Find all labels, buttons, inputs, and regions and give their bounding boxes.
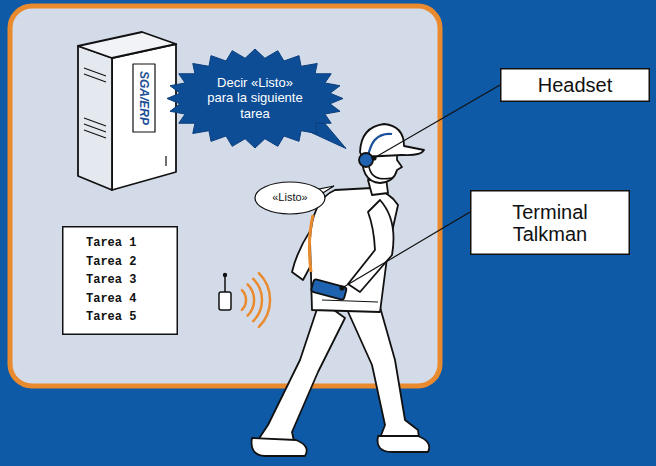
server-slot xyxy=(84,130,106,138)
server-box-outline xyxy=(70,28,182,194)
wave xyxy=(242,290,246,310)
server-box: SGA/ERP xyxy=(70,28,182,194)
front-leg xyxy=(345,300,420,446)
server-button xyxy=(165,156,166,166)
wave xyxy=(259,273,270,327)
wave xyxy=(253,279,262,321)
headset-earpiece xyxy=(359,153,373,167)
server-slot xyxy=(84,74,106,82)
leader-dot xyxy=(340,286,344,290)
box-outline xyxy=(471,191,630,255)
jacket-stripe xyxy=(309,215,313,272)
callout-box: Terminal Talkman xyxy=(470,190,630,255)
worker-figure xyxy=(252,124,430,456)
back-shoe xyxy=(252,438,307,456)
back-leg xyxy=(258,300,345,446)
task-list: Tarea 1Tarea 2Tarea 3Tarea 4Tarea 5 xyxy=(62,226,178,335)
wave xyxy=(248,284,254,315)
radio-waves xyxy=(242,273,270,327)
node-text: Decir «Listo» para la siguiente tarea xyxy=(205,75,305,122)
beacon-body xyxy=(219,292,231,310)
bubble-outline xyxy=(255,182,325,214)
node-text: Tarea 1 xyxy=(86,234,136,253)
terminal-device xyxy=(311,279,347,300)
headset-band xyxy=(368,134,392,157)
text-group: SGA/ERP xyxy=(137,71,151,125)
speech-bubble: «Listo» xyxy=(254,181,326,215)
leader-line xyxy=(374,85,500,158)
node-text: Tarea 3 xyxy=(86,271,136,290)
node-text: Headset xyxy=(538,74,613,97)
server-label-frame xyxy=(133,64,155,132)
text-group: Decir «Listo» para la siguiente tarea xyxy=(205,75,305,122)
antenna-tip xyxy=(223,273,227,277)
callout-box: Headset xyxy=(500,68,650,102)
burst-outline xyxy=(167,49,343,148)
belt-line xyxy=(322,300,378,302)
text-group: «Listo» xyxy=(272,191,307,204)
jacket xyxy=(310,188,398,312)
node-text: Tarea 5 xyxy=(86,308,136,327)
headset-mic xyxy=(369,167,392,179)
server-top xyxy=(78,32,176,58)
cap xyxy=(360,124,424,157)
text-group: Terminal Talkman xyxy=(490,201,610,245)
front-shoe xyxy=(378,436,430,452)
node-text: «Listo» xyxy=(272,191,307,204)
antenna xyxy=(224,276,226,292)
box-outline xyxy=(63,227,178,335)
speech-burst: Decir «Listo» para la siguiente tarea xyxy=(167,49,343,148)
leader-dot xyxy=(372,156,376,160)
server-side xyxy=(78,46,112,190)
leader-lines xyxy=(340,85,500,290)
node-text: Terminal Talkman xyxy=(490,201,610,245)
leader-line xyxy=(342,212,470,288)
server-front xyxy=(112,44,176,190)
node-text: SGA/ERP xyxy=(137,71,151,125)
radio-beacon xyxy=(219,273,270,327)
text-group: Headset xyxy=(538,74,613,97)
node-text: Tarea 2 xyxy=(86,253,136,272)
node-text: Tarea 4 xyxy=(86,290,136,309)
box-outline xyxy=(501,69,650,102)
text-group: Tarea 1Tarea 2Tarea 3Tarea 4Tarea 5 xyxy=(86,234,136,327)
front-arm xyxy=(348,200,394,292)
server-drawing xyxy=(78,32,176,190)
